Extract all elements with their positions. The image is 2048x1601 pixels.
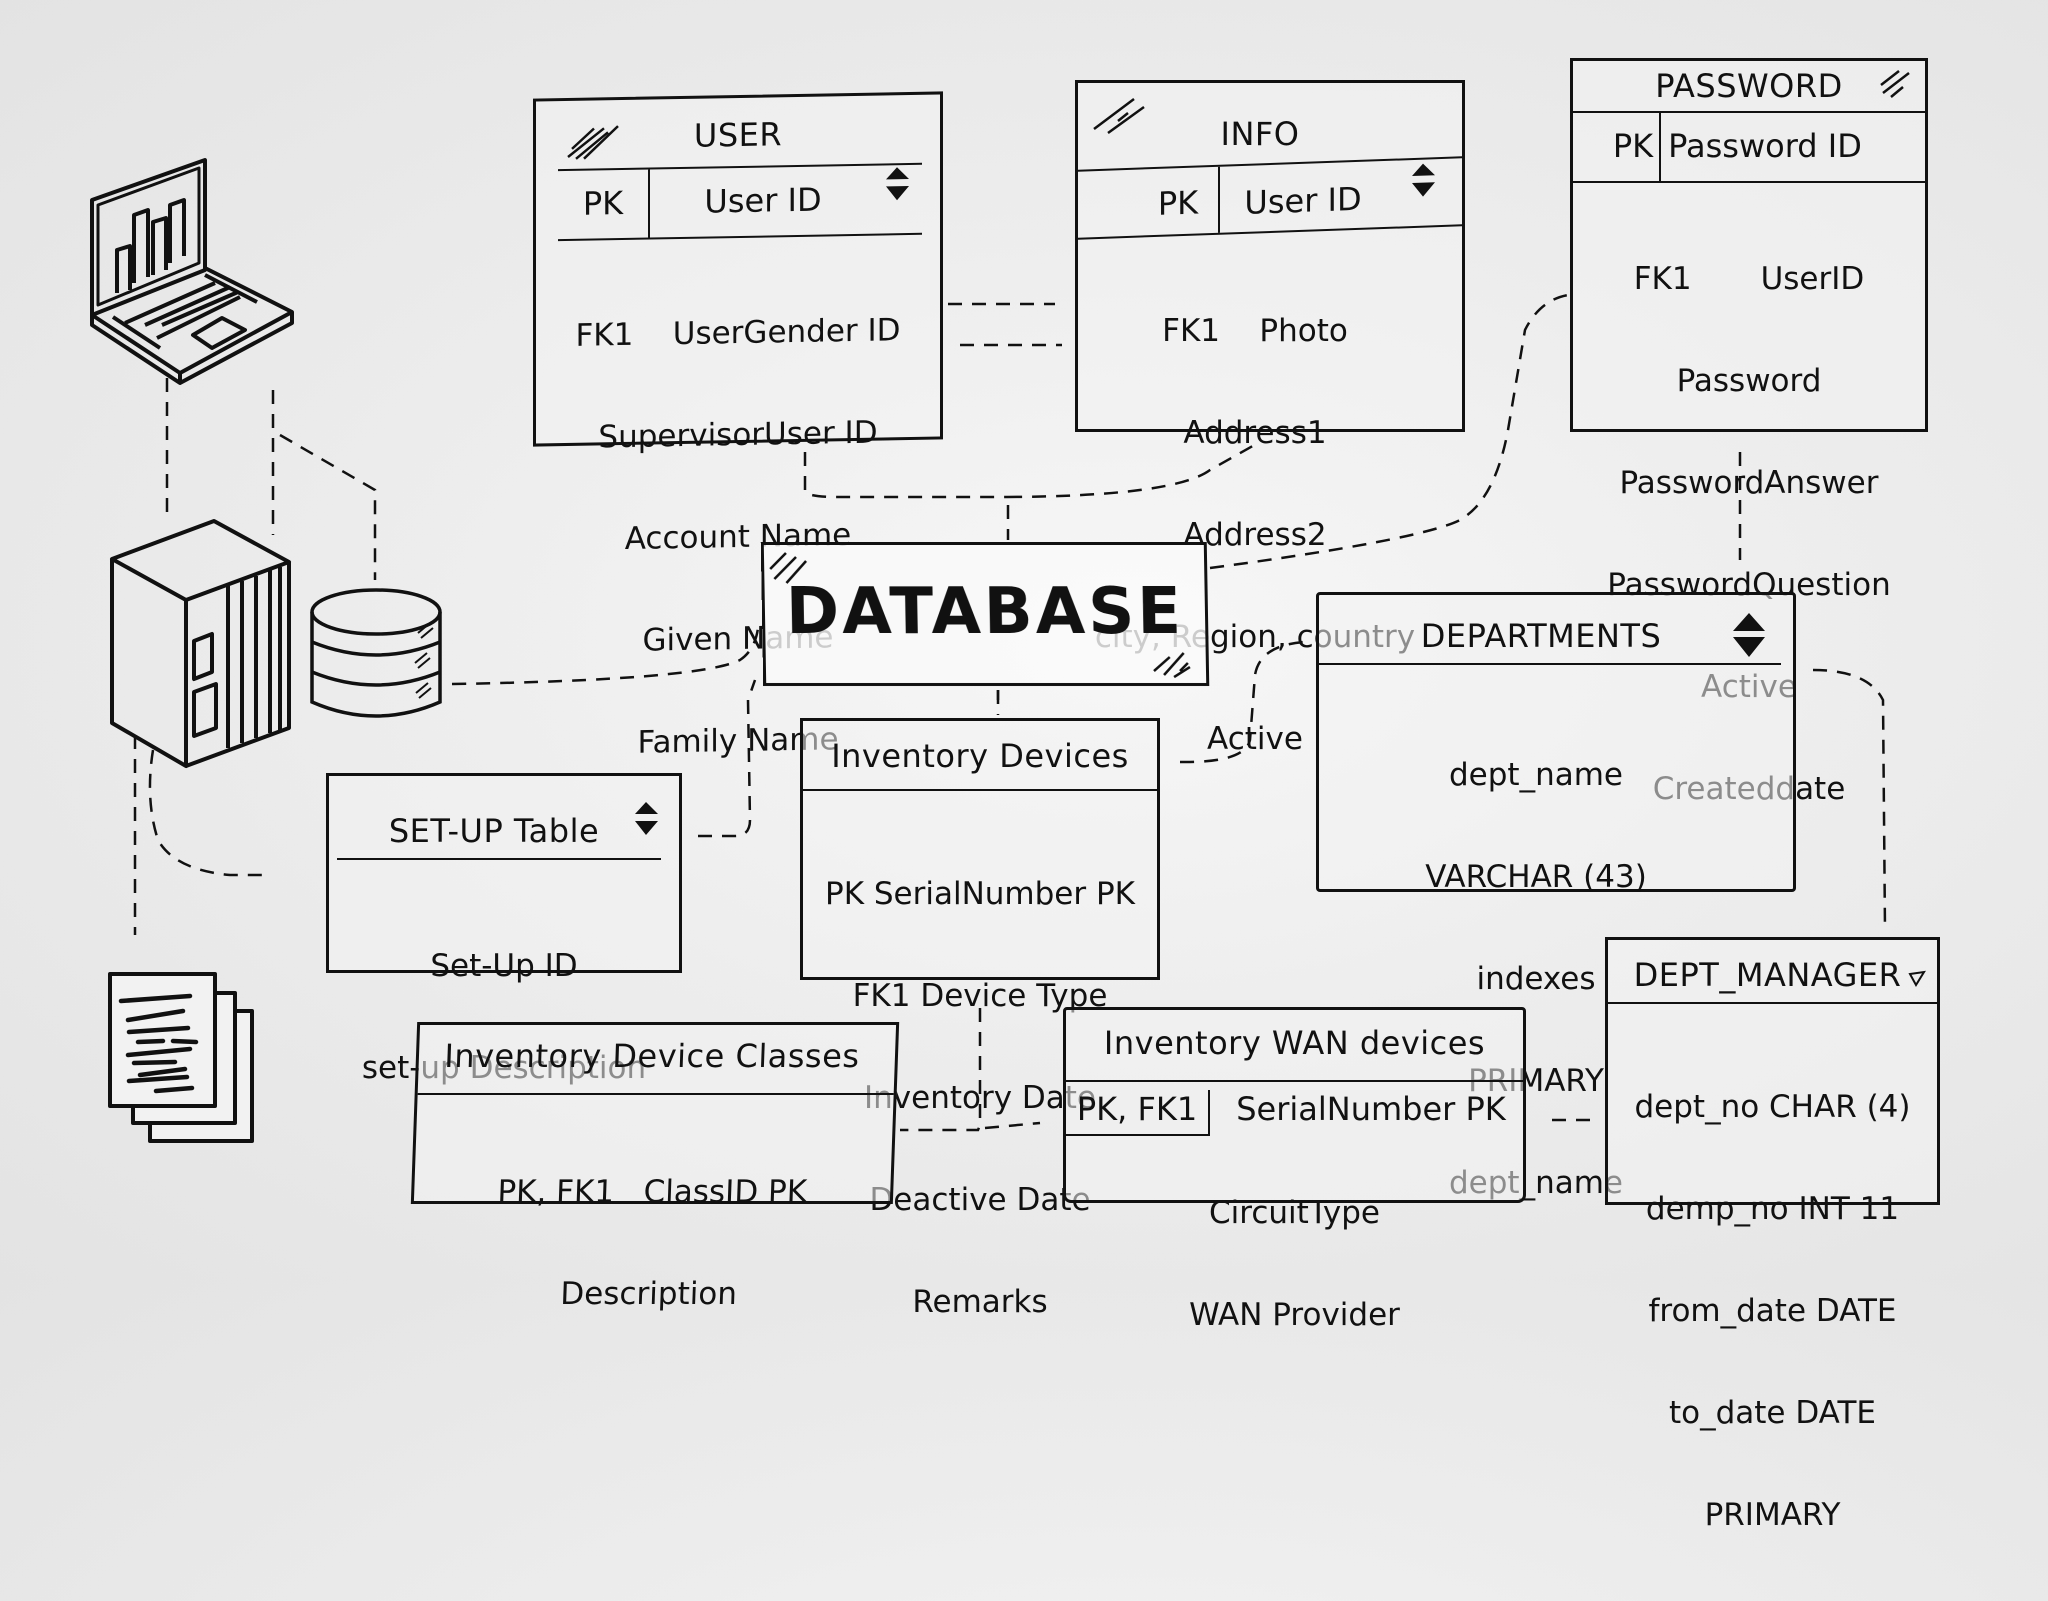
table-title: DEPARTMENTS <box>1420 617 1662 655</box>
hatch-mark-icon <box>769 552 808 584</box>
connector-info-database <box>1007 441 1259 499</box>
connector-laptop-database-icon <box>279 433 377 580</box>
table-password[interactable]: PASSWORD PK Password ID FK1 UserID Passw… <box>1570 58 1928 806</box>
pk-field: User ID <box>704 180 822 221</box>
connector-classes-wan <box>984 1121 1041 1130</box>
field-list: PK, FK1 ClassID PK Description <box>408 1107 893 1379</box>
hatch-mark-icon <box>1153 652 1191 679</box>
table-setup[interactable]: SET-UP Table Set-Up ID set-up Descriptio… <box>326 773 682 1085</box>
diagram-canvas <box>90 158 1887 1143</box>
table-title: Inventory Devices <box>831 737 1129 775</box>
table-title: SET-UP Table <box>388 812 600 850</box>
laptop-chart-icon <box>90 158 294 385</box>
table-user[interactable]: USER PK User ID FK1 UserGender ID Superv… <box>533 91 943 761</box>
table-inventory-wan-devices[interactable]: Inventory WAN devices PK, FK1 SerialNumb… <box>1063 1007 1526 1332</box>
field-row: Password <box>1676 363 1822 399</box>
field-row: PK SerialNumber PK <box>825 876 1135 912</box>
field-row: VARCHAR (43) <box>1425 859 1647 895</box>
pk-row: PK User ID <box>1078 156 1462 240</box>
pk-label: PK, FK1 <box>1066 1090 1210 1136</box>
field-row: FK1 UserGender ID <box>575 312 901 354</box>
table-title: Inventory Device Classes <box>443 1037 861 1075</box>
connector-database-password <box>1209 293 1569 570</box>
table-inventory-devices[interactable]: Inventory Devices PK SerialNumber PK FK1… <box>800 718 1160 1319</box>
connector-devices-departments <box>1179 640 1306 764</box>
field-row: Address1 <box>1183 415 1327 451</box>
table-title: PASSWORD <box>1655 67 1843 105</box>
field-row: FK1 Photo <box>1162 313 1348 349</box>
field-row: Set-Up ID <box>430 948 578 984</box>
table-title: Inventory WAN devices <box>1103 1024 1486 1062</box>
pk-field: User ID <box>1244 179 1362 222</box>
connector-setup-database <box>698 679 757 838</box>
sort-arrows-icon[interactable] <box>1729 609 1769 661</box>
field-row: PRIMARY <box>1704 1497 1841 1533</box>
table-title: USER <box>693 115 783 155</box>
pk-label: PK <box>1157 183 1199 223</box>
sort-arrows-icon[interactable] <box>1408 159 1438 204</box>
field-row: dept_name <box>1449 757 1623 793</box>
field-row: indexes <box>1476 961 1596 997</box>
hatch-mark-icon <box>1093 98 1145 135</box>
field-row: from_date DATE <box>1648 1293 1897 1329</box>
field-row: demp_no INT 11 <box>1645 1191 1900 1227</box>
dropdown-triangle-icon[interactable] <box>1907 970 1927 988</box>
field-row: Address2 <box>1183 517 1327 553</box>
pk-field: Password ID <box>1668 127 1862 165</box>
connector-server-setup <box>148 749 265 877</box>
table-title: INFO <box>1220 115 1300 153</box>
field-row: PK, FK1 ClassID PK <box>496 1174 808 1210</box>
pk-label: PK <box>582 184 624 223</box>
field-row: dept_no CHAR (4) <box>1634 1089 1911 1125</box>
field-row: SupervisorUser ID <box>598 414 878 456</box>
table-inventory-device-classes[interactable]: Inventory Device Classes PK, FK1 ClassID… <box>410 1022 900 1312</box>
field-row: to_date DATE <box>1668 1395 1877 1431</box>
connector-departments-manager <box>1812 668 1887 931</box>
field-list: CircuitType WAN Provider <box>1066 1128 1523 1400</box>
documents-stack-icon <box>108 972 254 1143</box>
hatch-mark-icon <box>1880 70 1910 98</box>
database-node[interactable]: DATABASE <box>760 542 1210 686</box>
connector-user-database <box>803 452 1008 499</box>
field-row: PasswordAnswer <box>1619 465 1879 501</box>
field-row: Description <box>559 1276 738 1312</box>
server-rack-icon <box>110 519 291 768</box>
hatch-mark-icon <box>567 125 619 160</box>
pk-label: PK <box>1612 127 1654 165</box>
sort-arrows-icon[interactable] <box>631 798 661 842</box>
table-title: DEPT_MANAGER <box>1633 956 1902 994</box>
field-row: CircuitType <box>1209 1195 1380 1231</box>
field-row: WAN Provider <box>1189 1297 1400 1333</box>
database-cylinder-icon <box>310 588 442 718</box>
table-dept-manager[interactable]: DEPT_MANAGER dept_no CHAR (4) demp_no IN… <box>1605 937 1940 1532</box>
field-list: dept_no CHAR (4) demp_no INT 11 from_dat… <box>1608 1022 1937 1600</box>
database-title: DATABASE <box>785 575 1185 649</box>
pk-row: PK User ID <box>558 162 922 242</box>
pk-field: SerialNumber PK <box>1236 1090 1506 1128</box>
table-departments[interactable]: DEPARTMENTS dept_name VARCHAR (43) index… <box>1316 592 1796 1200</box>
connector-devices-classes <box>900 1008 982 1132</box>
field-row: Active <box>1207 721 1303 757</box>
sort-arrows-icon[interactable] <box>882 163 912 208</box>
table-info[interactable]: INFO PK User ID FK1 Photo Address1 Addre… <box>1075 80 1465 756</box>
pk-row: PK Password ID <box>1573 111 1925 183</box>
connector-dbicon-database <box>451 627 760 686</box>
field-row: FK1 UserID <box>1633 261 1865 297</box>
